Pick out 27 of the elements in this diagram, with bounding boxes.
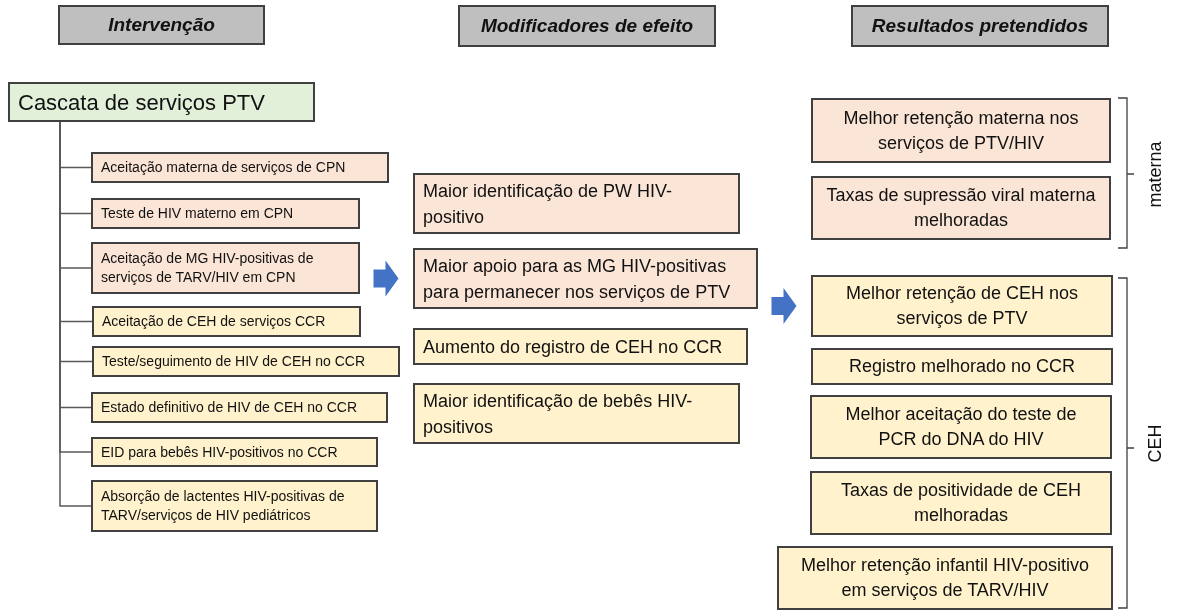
outcome-box: Taxas de supressão viral materna melhoradas: [811, 176, 1111, 240]
step-box: Aceitação de CEH de serviços CCR: [92, 306, 361, 337]
step-box: Teste de HIV materno em CPN: [91, 198, 360, 229]
step-box: Absorção de lactentes HIV-positivas de TARV/serviços de HIV pediátricos: [91, 480, 378, 532]
root-box: Cascata de serviços PTV: [8, 82, 315, 122]
modifier-box: Aumento do registro de CEH no CCR: [413, 328, 748, 365]
step-box: EID para bebês HIV-positivos no CCR: [91, 437, 378, 467]
modifier-box: Maior identificação de PW HIV-positivo: [413, 173, 740, 234]
modifier-box: Maior identificação de bebês HIV-positivos: [413, 383, 740, 444]
step-box: Aceitação de MG HIV-positivas de serviços de TARV/HIV em CPN: [91, 242, 360, 294]
group-label: CEH: [1143, 424, 1166, 462]
block-arrow: [373, 260, 399, 297]
step-box: Estado definitivo de HIV de CEH no CCR: [91, 392, 388, 423]
modifier-box: Maior apoio para as MG HIV-positivas para permanecer nos serviços de PTV: [413, 248, 758, 309]
step-box: Aceitação materna de serviços de CPN: [91, 152, 389, 183]
column-header: Modificadores de efeito: [458, 5, 716, 47]
group-label: materna: [1143, 141, 1166, 207]
outcome-box: Registro melhorado no CCR: [811, 348, 1113, 385]
outcome-box: Melhor aceitação do teste de PCR do DNA do HIV: [810, 395, 1112, 459]
outcome-box: Melhor retenção materna nos serviços de PTV/HIV: [811, 98, 1111, 163]
column-header: Resultados pretendidos: [851, 5, 1109, 47]
outcome-box: Melhor retenção infantil HIV-positivo em serviços de TARV/HIV: [777, 546, 1113, 610]
outcome-box: Melhor retenção de CEH nos serviços de PTV: [811, 275, 1113, 337]
outcome-box: Taxas de positividade de CEH melhoradas: [810, 471, 1112, 535]
block-arrow: [771, 288, 797, 324]
column-header: Intervenção: [58, 5, 265, 45]
step-box: Teste/seguimento de HIV de CEH no CCR: [92, 346, 400, 377]
